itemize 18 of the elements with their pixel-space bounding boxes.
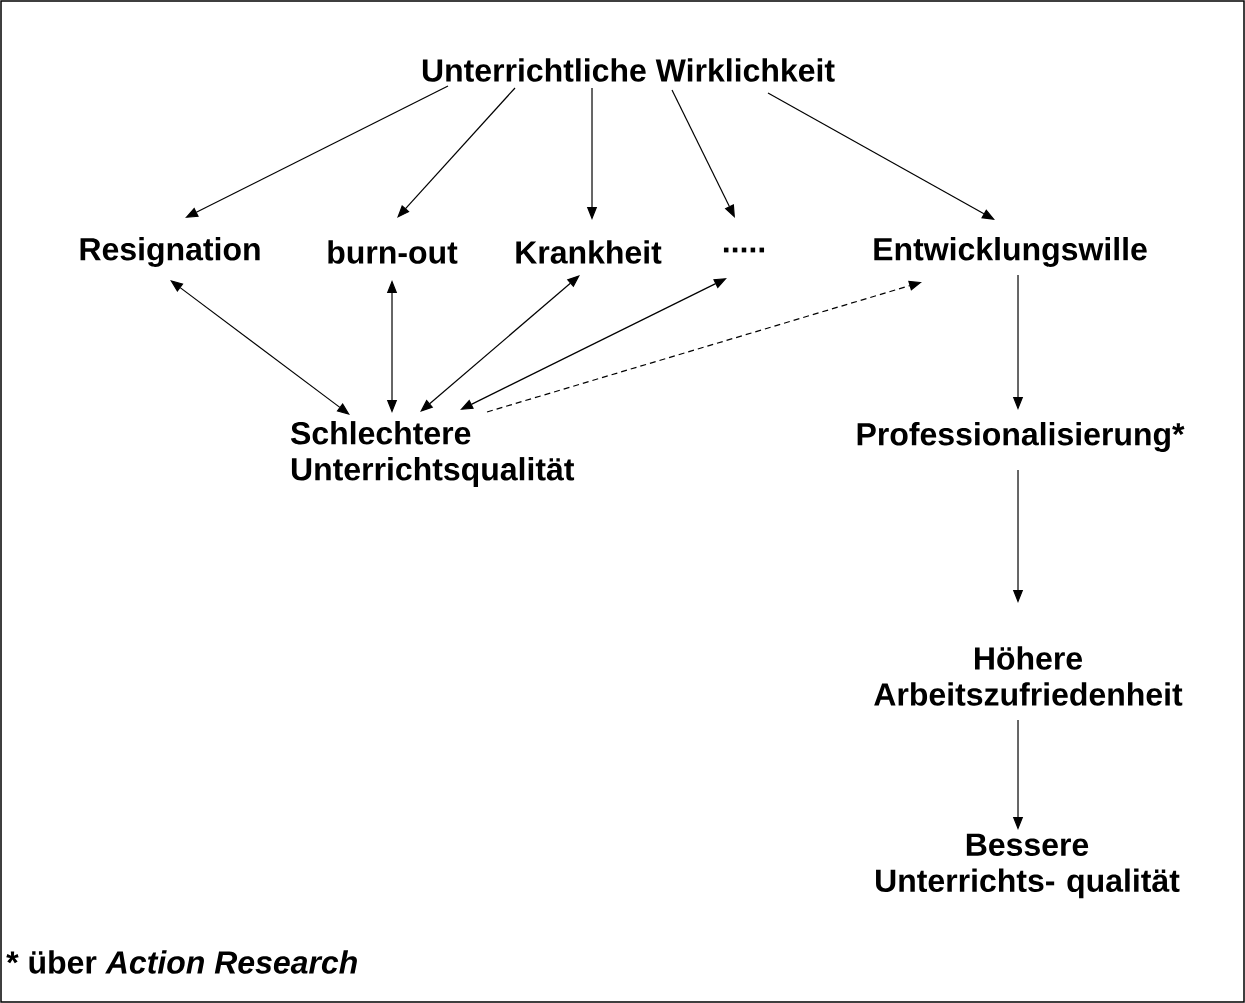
node-text: Höhere Arbeitszufriedenheit (874, 646, 1183, 706)
node-text: Krankheit (516, 240, 662, 264)
arrow (185, 85, 449, 218)
arrow (170, 280, 350, 415)
arrow (671, 89, 735, 218)
node-text: Entwicklungswille (874, 237, 1147, 267)
arrow (767, 92, 995, 220)
node-text: Resignation (80, 237, 260, 267)
node-text: ..... (723, 247, 765, 253)
footnote: * über Action Research (6, 950, 357, 974)
node-text: Unterrichtliche Wirklichkeit (422, 58, 835, 82)
arrow (420, 275, 580, 412)
node-text: Bessere Unterrichts- qualität (876, 833, 1180, 899)
arrow (397, 87, 516, 218)
arrow (460, 278, 727, 410)
node-text: burn-out (328, 240, 458, 264)
node-text: Professionalisierung* (857, 422, 1185, 452)
node-text: Schlechtere Unterrichtsqualität (290, 421, 575, 487)
